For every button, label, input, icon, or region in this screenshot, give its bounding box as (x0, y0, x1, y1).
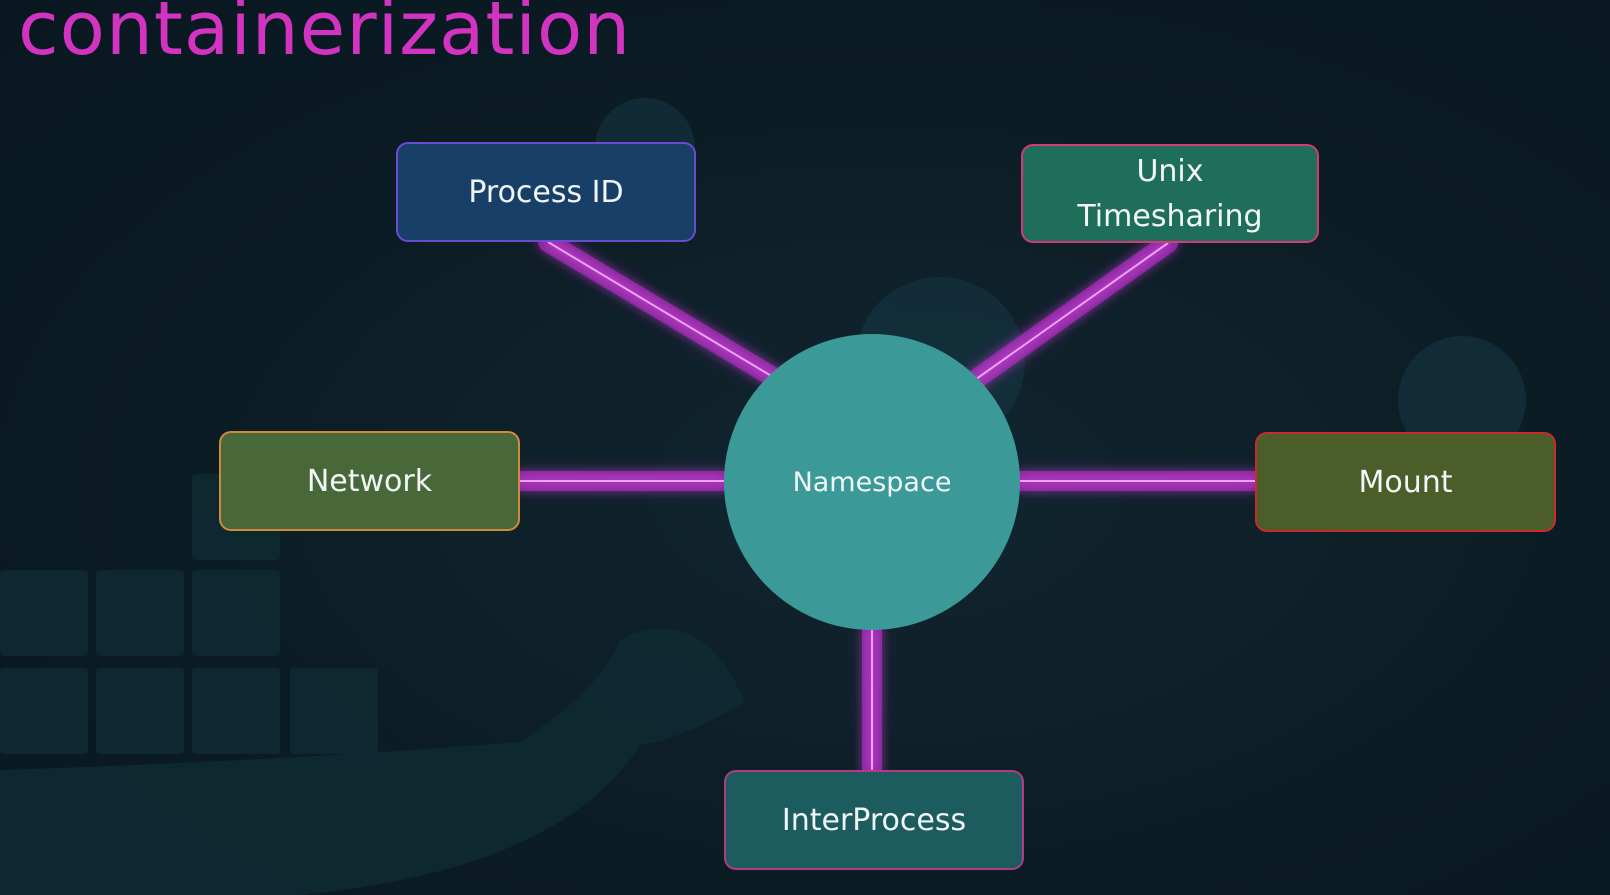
connectors (510, 232, 1265, 780)
node-mount: Mount (1255, 432, 1556, 532)
node-unix-timesharing: Unix Timesharing (1021, 144, 1319, 243)
node-interprocess: InterProcess (724, 770, 1024, 870)
whale-watermark (0, 474, 745, 895)
page-title: containerization (18, 0, 632, 72)
connector-core (971, 242, 1169, 383)
node-label: Network (306, 463, 433, 499)
namespace-hub: Namespace (724, 334, 1020, 630)
node-process-id: Process ID (396, 142, 696, 242)
node-label: Process ID (468, 174, 624, 210)
namespace-label: Namespace (792, 466, 952, 498)
connector-core (547, 241, 779, 381)
node-label: InterProcess (781, 802, 967, 838)
node-label: Unix Timesharing (1077, 153, 1263, 234)
node-network: Network (219, 431, 520, 531)
node-label: Mount (1358, 464, 1453, 500)
